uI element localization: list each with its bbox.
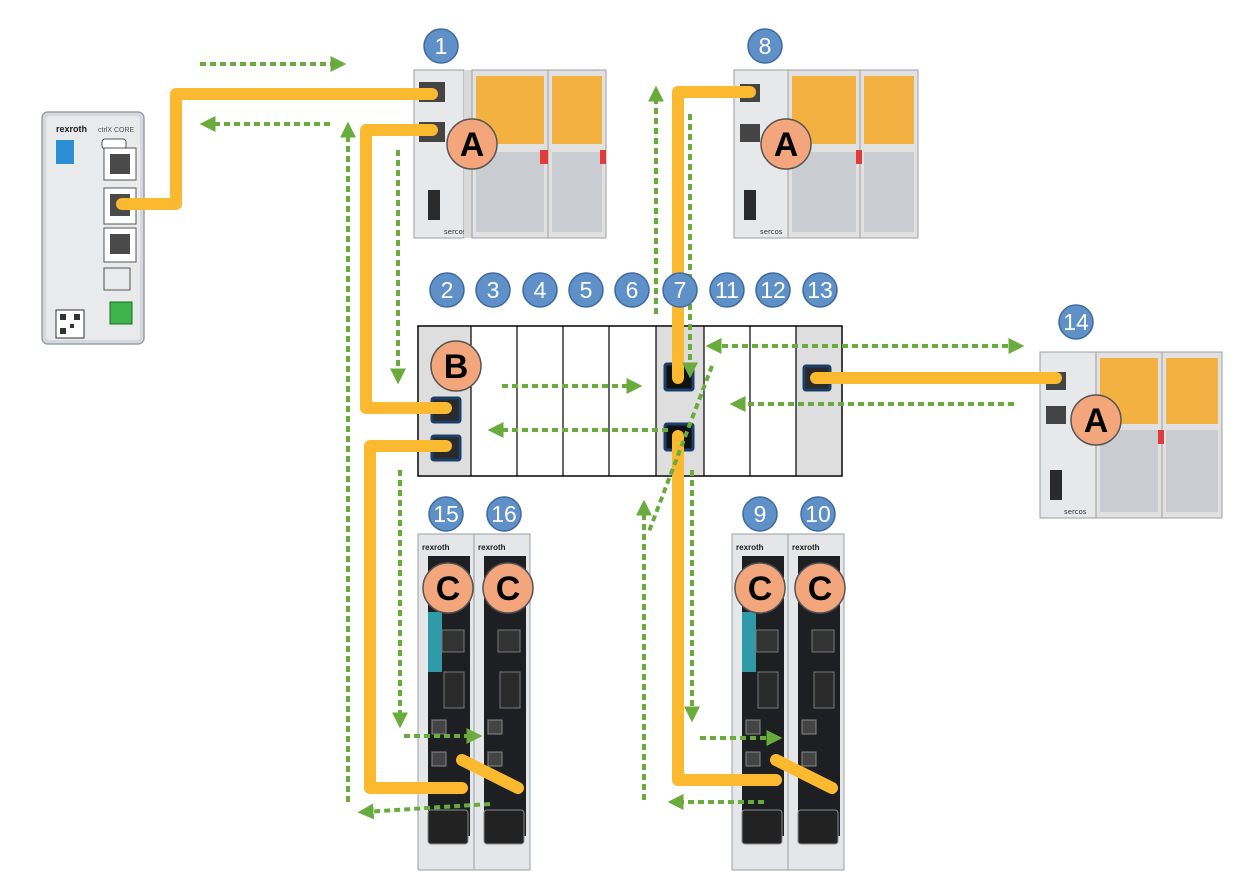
svg-text:A: A: [774, 126, 799, 164]
drive-display-icon: [483, 809, 525, 845]
rack: [417, 325, 843, 477]
number-badges: 1 8 14 2 3 4 5 6 7 11 12 13 15 16 9 10: [423, 28, 1094, 532]
cable-rack-drive9: [672, 430, 782, 786]
svg-text:14: 14: [1063, 309, 1089, 335]
controller-brand: rexroth: [56, 124, 87, 134]
svg-text:1: 1: [435, 33, 448, 59]
badge-slot: 13: [802, 272, 838, 308]
data-flow: [199, 56, 1025, 820]
badge-slot: 2: [429, 272, 465, 308]
badge-slot: 3: [475, 272, 511, 308]
letter-badge-drive-15: C: [422, 562, 474, 614]
letter-badge-drive-16: C: [482, 562, 534, 614]
controller-device: rexroth ctrlX CORE: [41, 111, 145, 345]
badge-io-8: 8: [747, 28, 783, 64]
cable-drive9-drive10: [770, 754, 838, 794]
drive-display-icon: [427, 809, 469, 845]
drive-brand: rexroth: [736, 543, 764, 552]
letter-badge-drive-10: C: [794, 562, 846, 614]
svg-text:12: 12: [760, 277, 786, 303]
badge-drive-10: 10: [800, 496, 836, 532]
letter-badge-io-8: A: [760, 118, 812, 170]
letter-badge-io-1: A: [446, 118, 498, 170]
letter-badge-drive-9: C: [734, 562, 786, 614]
svg-text:13: 13: [807, 277, 833, 303]
cable-drive15-drive16: [456, 754, 524, 794]
io-station-1: sercos: [413, 69, 607, 239]
svg-text:10: 10: [805, 501, 831, 527]
svg-text:5: 5: [580, 277, 593, 303]
core-logo-icon: [56, 140, 74, 164]
drive-display-icon: [741, 809, 783, 845]
svg-text:C: C: [436, 570, 461, 608]
io-brand: sercos: [760, 228, 783, 236]
svg-text:C: C: [496, 570, 521, 608]
drive-brand: rexroth: [422, 543, 450, 552]
svg-text:C: C: [808, 570, 833, 608]
controller-model: ctrlX CORE: [98, 127, 135, 134]
badge-slot: 11: [709, 272, 745, 308]
power-connector-icon: [109, 301, 133, 325]
svg-text:6: 6: [626, 277, 639, 303]
badge-slot: 12: [755, 272, 791, 308]
sd-slot-icon: [103, 267, 131, 291]
io-station-8: sercos: [733, 69, 919, 239]
letter-badges: A A A B C C C C: [422, 118, 1122, 614]
svg-text:9: 9: [754, 501, 767, 527]
badge-drive-16: 16: [486, 496, 522, 532]
io-station-14: sercos: [1039, 351, 1223, 519]
svg-text:11: 11: [715, 277, 739, 303]
cable-rack-drive15: [364, 440, 468, 794]
badge-io-14: 14: [1058, 304, 1094, 340]
badge-io-1: 1: [423, 28, 459, 64]
ethernet-port-icon: [1046, 406, 1066, 424]
badge-slot: 4: [522, 272, 558, 308]
ethernet-port-icon: [740, 124, 760, 142]
svg-text:4: 4: [534, 277, 547, 303]
drive-brand: rexroth: [478, 543, 506, 552]
svg-text:C: C: [748, 570, 773, 608]
drive-brand: rexroth: [792, 543, 820, 552]
svg-text:7: 7: [674, 277, 687, 303]
cable-controller-io1: [116, 88, 438, 210]
svg-text:2: 2: [441, 277, 454, 303]
badge-slot: 6: [614, 272, 650, 308]
letter-badge-rack: B: [430, 340, 482, 392]
cable-io1-rack: [360, 124, 452, 414]
badge-slot: 5: [568, 272, 604, 308]
svg-text:16: 16: [491, 501, 517, 527]
svg-text:3: 3: [487, 277, 500, 303]
io-brand: sercos: [444, 228, 467, 236]
svg-text:A: A: [1084, 402, 1109, 440]
letter-badge-io-14: A: [1070, 394, 1122, 446]
badge-drive-9: 9: [742, 496, 778, 532]
drive-display-icon: [797, 809, 839, 845]
badge-slot: 7: [662, 272, 698, 308]
badge-drive-15: 15: [428, 496, 464, 532]
io-brand: sercos: [1064, 508, 1087, 516]
svg-text:8: 8: [759, 33, 772, 59]
svg-text:B: B: [444, 348, 469, 386]
svg-text:A: A: [460, 126, 485, 164]
svg-text:15: 15: [433, 501, 459, 527]
